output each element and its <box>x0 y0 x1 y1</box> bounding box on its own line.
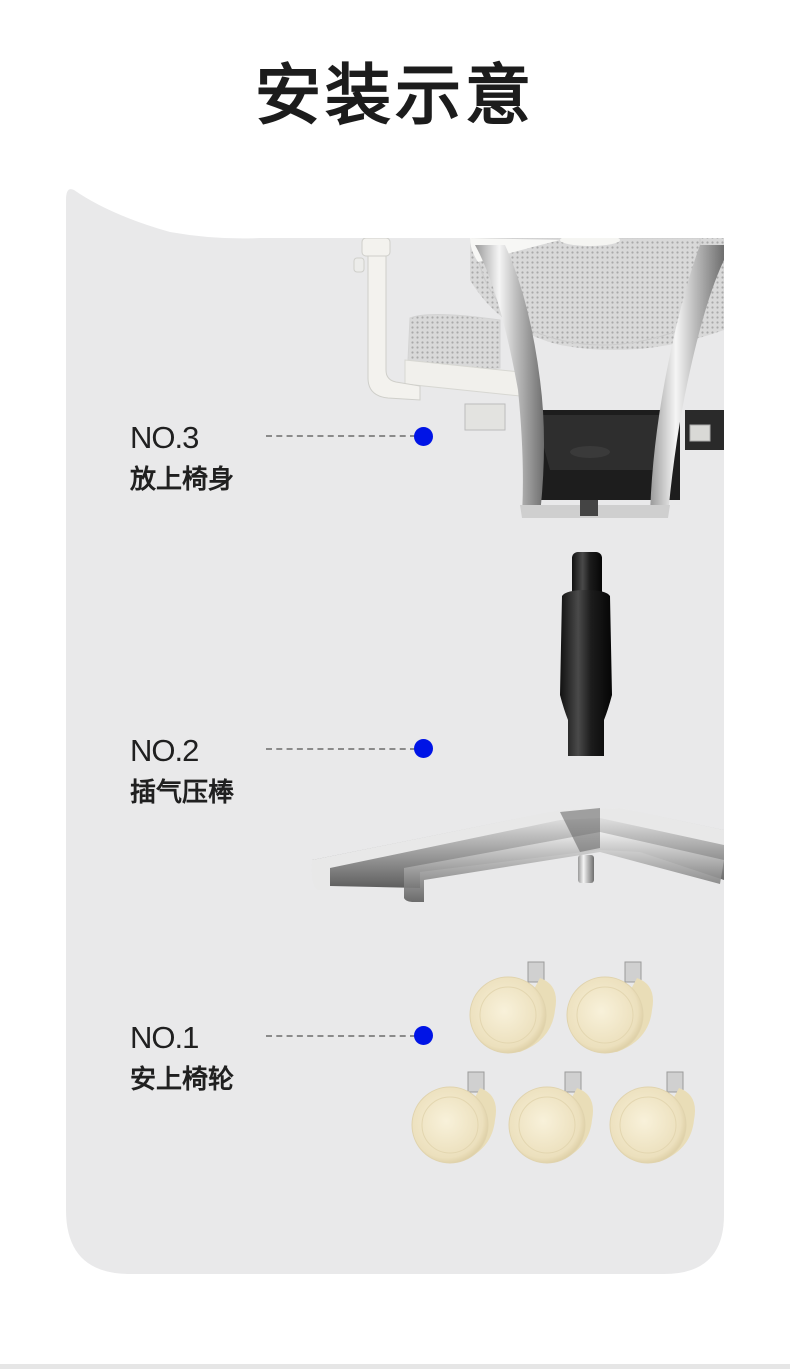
leader-line <box>266 748 416 750</box>
chair-base-image <box>311 808 724 902</box>
step-label: 安上椅轮 <box>130 1065 235 1095</box>
step-3: NO.3 放上椅身 <box>130 420 234 498</box>
step-number: NO.1 <box>130 1020 199 1055</box>
step-label: 放上椅身 <box>130 465 235 495</box>
gas-lift-image <box>560 552 612 756</box>
marker-dot <box>414 739 433 758</box>
marker-dot <box>414 1026 433 1045</box>
step-label: 插气压棒 <box>130 778 235 808</box>
casters-image <box>411 961 695 1164</box>
step-1: NO.1 安上椅轮 <box>130 1020 234 1098</box>
step-number: NO.3 <box>130 420 199 455</box>
leader-line <box>266 435 416 437</box>
marker-dot <box>414 427 433 446</box>
chair-seat-image <box>353 238 724 518</box>
step-2: NO.2 插气压棒 <box>130 733 234 811</box>
page-title: 安装示意 <box>255 57 535 134</box>
bottom-divider <box>0 1364 790 1369</box>
step-number: NO.2 <box>130 733 199 768</box>
leader-line <box>266 1035 416 1037</box>
